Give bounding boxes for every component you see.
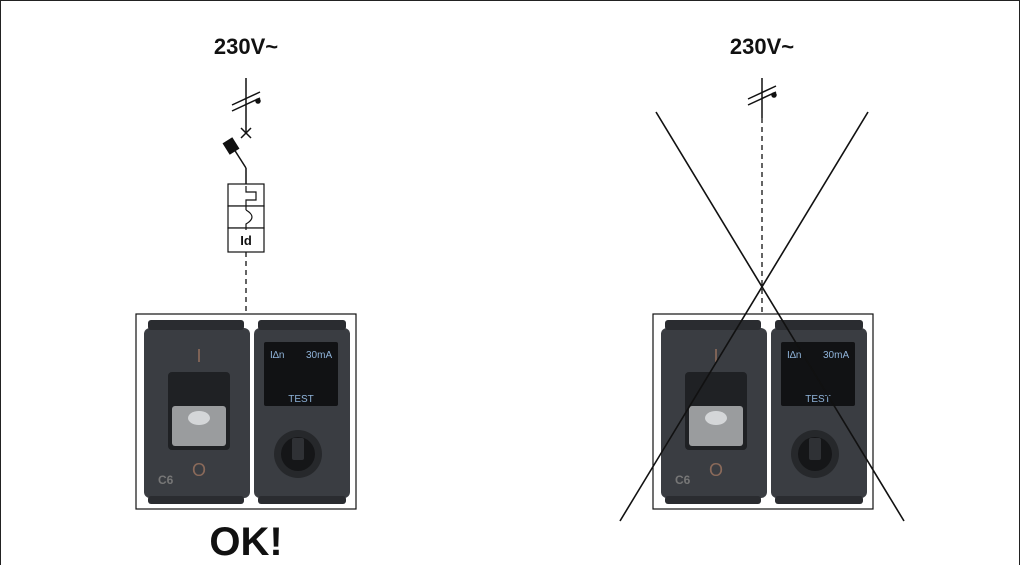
left-rcd-symbol: [227, 183, 265, 253]
left-panel: 230V~ Id I O C6 I∆n: [135, 34, 357, 564]
left-device-image: I O C6 I∆n 30mA TEST: [135, 313, 357, 510]
left-rcd-label: Id: [240, 233, 252, 248]
right-breaker-rating: C6: [675, 473, 691, 487]
left-sensitivity-value: 30mA: [306, 350, 332, 361]
left-sensitivity-label: I∆n: [270, 350, 284, 361]
left-verdict-label: OK!: [209, 520, 282, 564]
right-sensitivity-value: 30mA: [823, 350, 849, 361]
left-breaker-rating: C6: [158, 473, 174, 487]
right-panel: 230V~ I O C6 I∆n 30mA TEST: [619, 34, 905, 522]
left-voltage-label: 230V~: [214, 34, 278, 59]
right-voltage-label: 230V~: [730, 34, 794, 59]
left-test-label: TEST: [288, 394, 314, 405]
right-test-label: TEST: [805, 394, 831, 405]
left-switch-off-mark: O: [192, 460, 206, 480]
right-sensitivity-label: I∆n: [787, 350, 801, 361]
left-circuit-breaker-symbol: [222, 127, 252, 186]
left-supply-line: [231, 78, 261, 132]
right-cross-out: [619, 111, 905, 522]
right-supply-line: [747, 78, 777, 118]
right-switch-on-mark: I: [713, 346, 718, 366]
right-device-image: I O C6 I∆n 30mA TEST: [652, 313, 874, 510]
left-switch-on-mark: I: [196, 346, 201, 366]
right-switch-off-mark: O: [709, 460, 723, 480]
